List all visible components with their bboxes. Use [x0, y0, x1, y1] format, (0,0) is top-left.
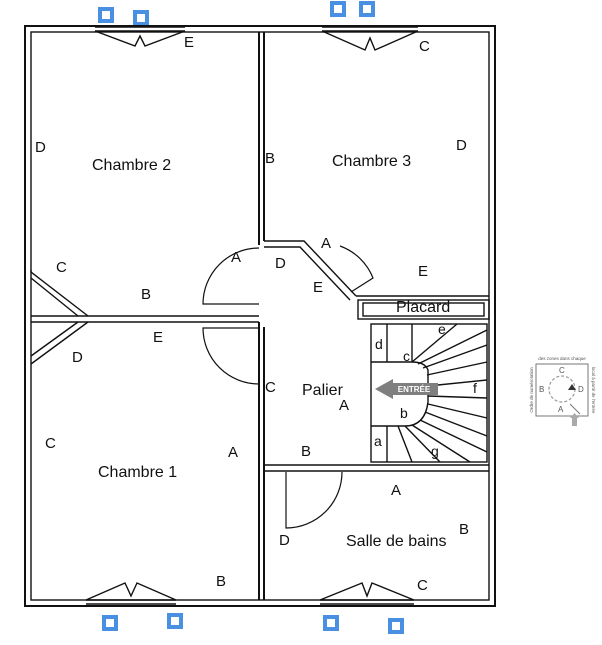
sensor-icon	[102, 615, 118, 631]
stair-letters: d c e f b a g	[374, 321, 477, 459]
sensor-icon	[323, 615, 339, 631]
sensor-icon	[98, 7, 114, 23]
zone-letter: A	[228, 444, 238, 461]
entree-arrow: ENTRÉE	[375, 379, 438, 399]
sensor-icon	[133, 10, 149, 26]
zone-letter: B	[141, 286, 151, 303]
room-labels: Chambre 2 Chambre 3 Chambre 1 Palier Sal…	[92, 153, 450, 550]
legend-letter: B	[539, 385, 544, 394]
zone-letter: D	[279, 532, 290, 549]
legend-entry-arrow-icon	[570, 413, 579, 426]
room-label-chambre-3: Chambre 3	[332, 153, 411, 170]
room-label-chambre-2: Chambre 2	[92, 157, 171, 174]
sensor-icon	[359, 1, 375, 17]
zone-letter: C	[265, 379, 276, 396]
stair-letter: f	[473, 380, 477, 396]
entree-label: ENTRÉE	[398, 385, 431, 394]
stair-letter: e	[438, 321, 446, 337]
zone-letter: C	[417, 577, 428, 594]
stair-letter: d	[375, 336, 383, 352]
zone-letter: D	[275, 255, 286, 272]
zone-letter: C	[56, 259, 67, 276]
stair-letter: g	[431, 443, 439, 459]
zone-letter: A	[321, 235, 331, 252]
zone-letter: E	[313, 279, 323, 296]
walls	[24, 25, 496, 607]
zone-letter: C	[45, 435, 56, 452]
room-label-palier: Palier	[302, 382, 344, 399]
sensor-icon	[167, 613, 183, 629]
legend-letter: A	[558, 405, 564, 414]
doors	[202, 245, 374, 529]
stair-letter: b	[400, 405, 408, 421]
zone-letter: B	[216, 573, 226, 590]
stair-letter: c	[403, 348, 410, 364]
zone-letter: C	[419, 38, 430, 55]
zone-letter: B	[459, 521, 469, 538]
zone-letter: E	[184, 34, 194, 51]
legend: des zones dans chaque Ordre de numérotat…	[529, 356, 596, 426]
legend-letter: D	[578, 385, 584, 394]
zone-letter: A	[391, 482, 401, 499]
room-label-placard: Placard	[396, 299, 450, 316]
room-label-salle-de-bains: Salle de bains	[346, 533, 447, 550]
legend-caption-left: Ordre de numérotation	[529, 367, 534, 413]
stair-letter: a	[374, 433, 382, 449]
zone-letter: B	[265, 150, 275, 167]
legend-letter: C	[559, 366, 565, 375]
zone-letter: D	[35, 139, 46, 156]
zone-letter: A	[231, 249, 241, 266]
legend-caption-right: local à partir de l'entrée	[591, 367, 596, 414]
zone-letters: E D C B A C B D A E E D C A B D E C A B …	[35, 34, 469, 594]
legend-caption-top: des zones dans chaque	[538, 356, 586, 361]
zone-letter: A	[339, 397, 349, 414]
zone-letter: E	[418, 263, 428, 280]
zone-letter: B	[301, 443, 311, 460]
zone-letter: D	[456, 137, 467, 154]
zone-letter: D	[72, 349, 83, 366]
windows	[85, 26, 419, 605]
sensor-icon	[330, 1, 346, 17]
zone-letter: E	[153, 329, 163, 346]
room-label-chambre-1: Chambre 1	[98, 464, 177, 481]
window-sensors	[98, 1, 404, 634]
sensor-icon	[388, 618, 404, 634]
